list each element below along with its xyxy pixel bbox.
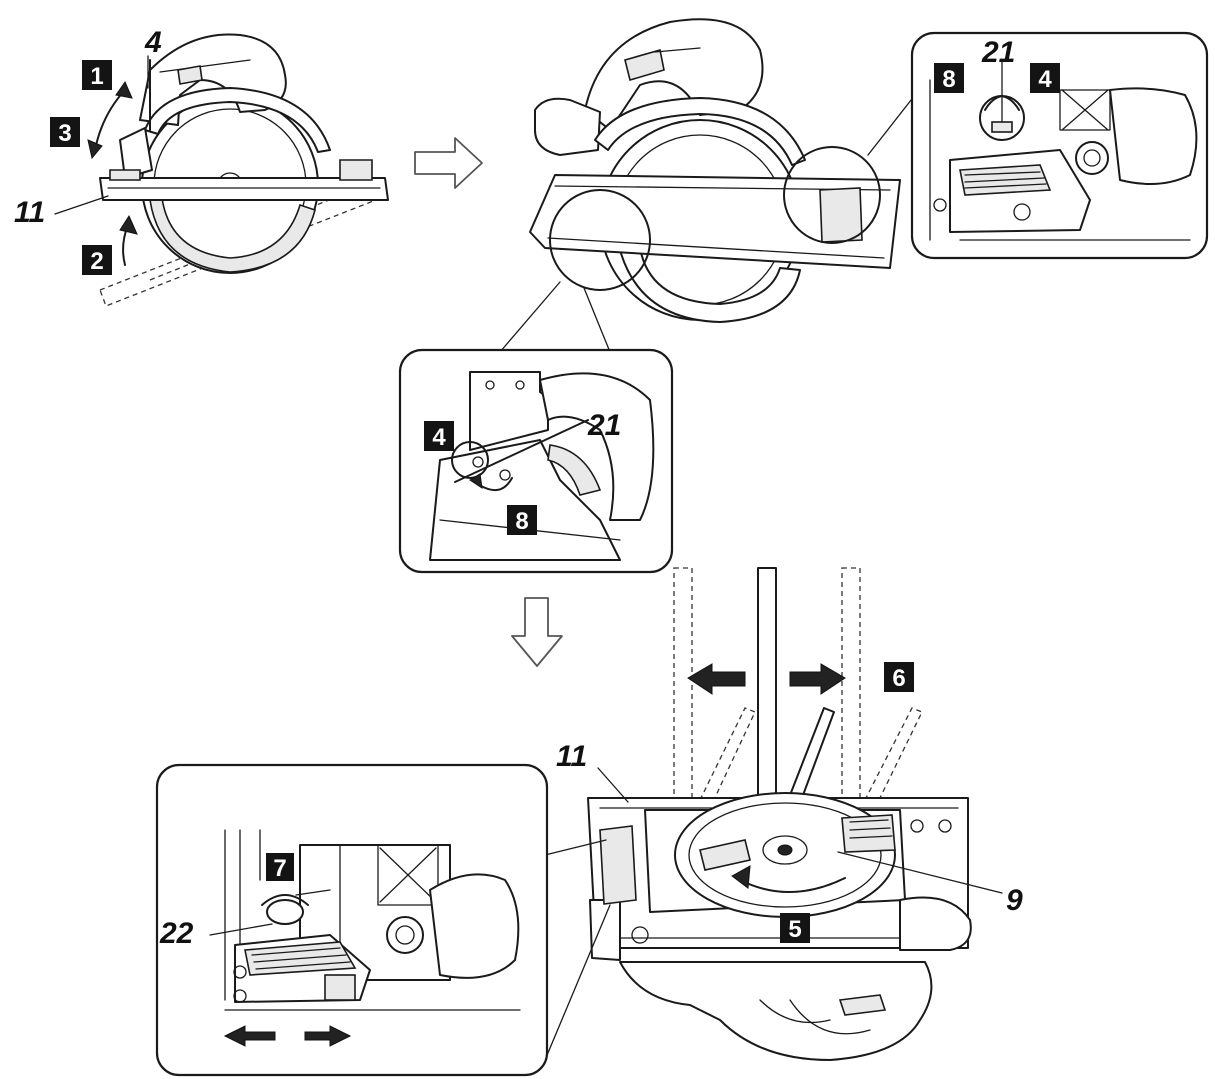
callout-screwdriver-top: 21 xyxy=(981,36,1015,69)
detail-depth-adjust-middle xyxy=(398,348,674,574)
svg-text:1: 1 xyxy=(90,63,103,90)
step-badge-3: 3 xyxy=(50,117,80,147)
step-badge-7: 7 xyxy=(266,853,294,882)
saw-front-view xyxy=(499,18,916,353)
saw-side-view xyxy=(54,33,389,307)
svg-text:3: 3 xyxy=(58,120,71,147)
svg-text:4: 4 xyxy=(1038,66,1052,93)
next-step-arrow-down xyxy=(511,597,563,667)
callout-base-plate-bottom: 11 xyxy=(556,740,587,773)
step-badge-8-top: 8 xyxy=(934,63,964,93)
step-badge-2: 2 xyxy=(82,245,112,275)
callout-base-plate: 11 xyxy=(14,196,45,229)
step-badge-6: 6 xyxy=(884,662,914,692)
step-badge-8-middle: 8 xyxy=(507,505,537,535)
svg-text:7: 7 xyxy=(273,855,286,882)
callout-screwdriver-middle: 21 xyxy=(587,409,621,442)
svg-text:4: 4 xyxy=(432,424,446,451)
svg-text:5: 5 xyxy=(788,916,801,943)
callout-bevel-stop-knob: 22 xyxy=(159,917,194,950)
detail-bevel-adjust-top xyxy=(910,31,1209,260)
next-step-arrow-right xyxy=(414,137,483,189)
step-badge-1: 1 xyxy=(82,60,112,90)
callout-depth-lever: 4 xyxy=(144,26,162,59)
callout-blade-arrow: 9 xyxy=(1006,884,1023,917)
svg-text:2: 2 xyxy=(90,248,103,275)
step-badge-4-top: 4 xyxy=(1030,63,1060,93)
step-badge-5: 5 xyxy=(780,913,810,943)
svg-text:8: 8 xyxy=(515,508,528,535)
saw-underside-view xyxy=(544,567,1003,1061)
detail-bevel-stop-bottom xyxy=(155,763,549,1077)
svg-text:8: 8 xyxy=(942,66,955,93)
svg-text:6: 6 xyxy=(892,665,905,692)
step-badge-4-middle: 4 xyxy=(424,421,454,451)
